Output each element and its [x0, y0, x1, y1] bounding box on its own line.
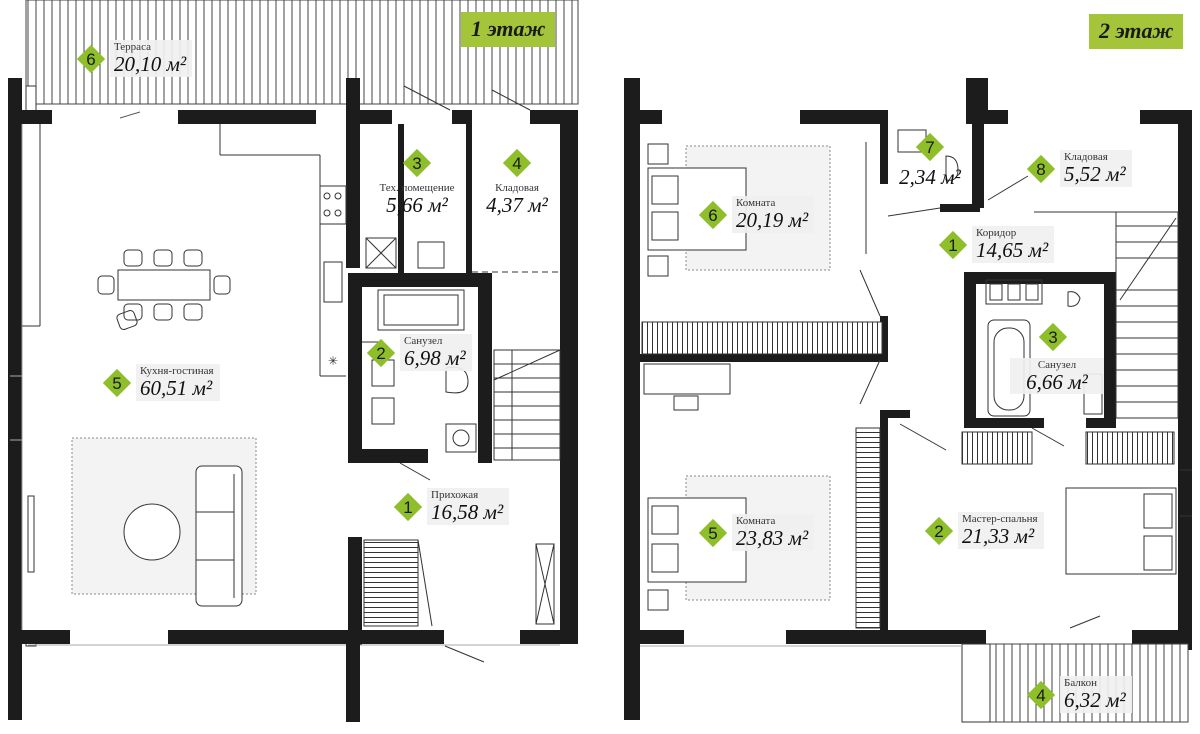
room-number-marker: 1: [940, 232, 966, 258]
room-number-marker: 4: [504, 150, 530, 176]
floor-1-walls: [8, 78, 578, 722]
room-number-marker: 2: [368, 340, 394, 366]
room-number-marker: 2: [926, 518, 952, 544]
room-number-marker: 4: [1028, 682, 1054, 708]
room-number-marker: 7: [917, 134, 943, 160]
svg-text:✳: ✳: [328, 354, 338, 368]
balcony-border: [961, 643, 991, 723]
room-number-marker: 5: [104, 370, 130, 396]
room-number-marker: 6: [700, 202, 726, 228]
floor-1-badge: 1 этаж: [461, 12, 556, 47]
stairs-floor-2: [1034, 211, 1179, 419]
room-number-marker: 3: [404, 150, 430, 176]
room-number-marker: 5: [700, 520, 726, 546]
room-number-marker: 6: [78, 46, 104, 72]
room-number-marker: 3: [1040, 324, 1066, 350]
room-number-marker: 1: [395, 494, 421, 520]
room-number-marker: 8: [1028, 156, 1054, 182]
room-wc-2: 7 2,34 м²: [890, 134, 970, 188]
floor-1-plan: ✳: [8, 0, 579, 722]
floor-2-badge: 2 этаж: [1089, 14, 1184, 49]
floor-2-walls: [624, 78, 1192, 720]
dining-table: [97, 249, 231, 330]
stairs-floor-1: [493, 349, 561, 461]
